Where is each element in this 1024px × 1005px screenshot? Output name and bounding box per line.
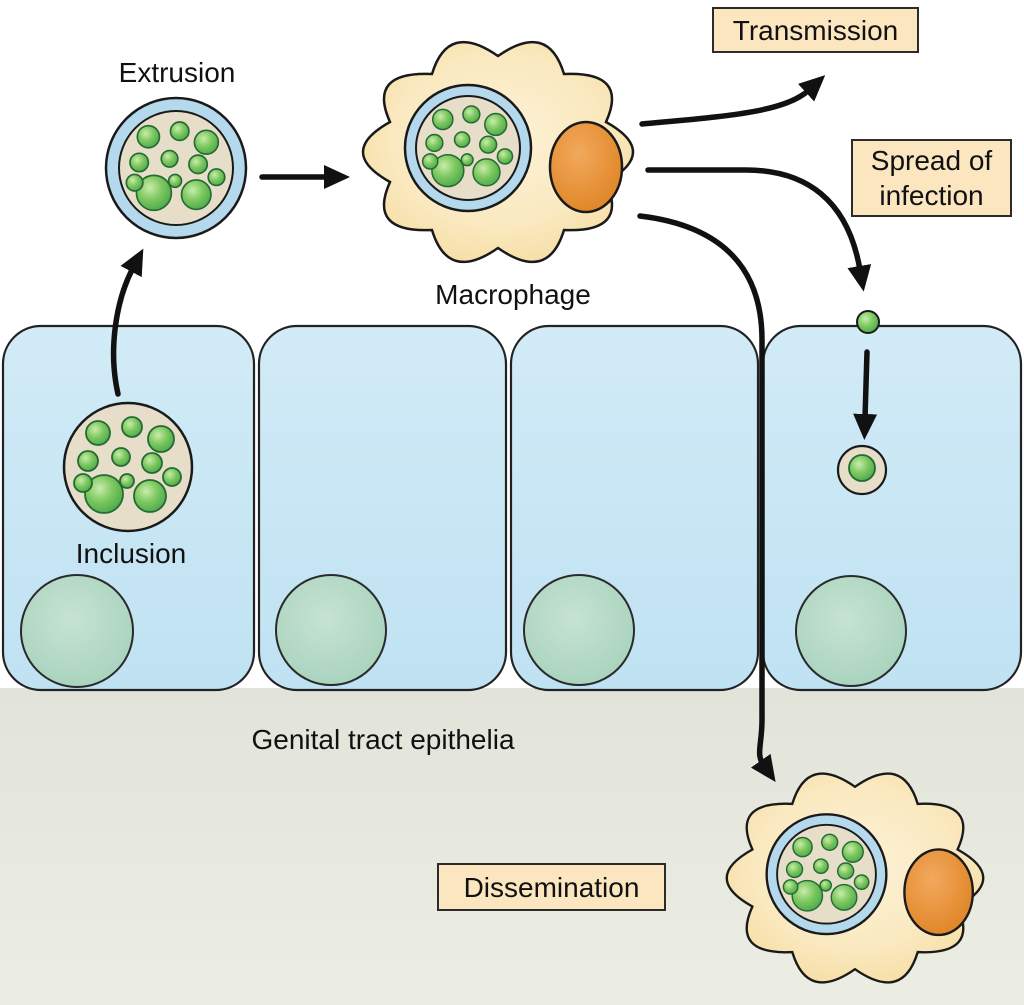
cell-nucleus-1 [20, 574, 134, 688]
nascent-inclusion [836, 444, 888, 496]
box-dissemination: Dissemination [437, 863, 666, 911]
extrusion-body [104, 96, 248, 240]
elementary-body [856, 310, 880, 334]
cell-nucleus-3 [523, 574, 635, 686]
cell-nucleus-4 [795, 575, 907, 687]
inclusion-body [62, 401, 194, 533]
box-transmission: Transmission [712, 7, 919, 53]
box-spread-of-infection: Spread of infection [851, 139, 1012, 217]
arrow-to-transmission [639, 75, 826, 127]
arrow-eb-entry [853, 349, 878, 440]
macrophage [363, 42, 633, 262]
label-inclusion: Inclusion [75, 538, 187, 569]
arrow-to-dissemination [637, 213, 776, 783]
label-extrusion: Extrusion [118, 57, 236, 88]
label-genital-tract-epithelia: Genital tract epithelia [251, 724, 515, 755]
arrow-to-spread [645, 167, 872, 292]
label-macrophage: Macrophage [435, 279, 591, 310]
arrow-inclusion-to-extrusion [110, 248, 144, 397]
cell-nucleus-2 [275, 574, 387, 686]
disseminating-macrophage [727, 774, 984, 983]
